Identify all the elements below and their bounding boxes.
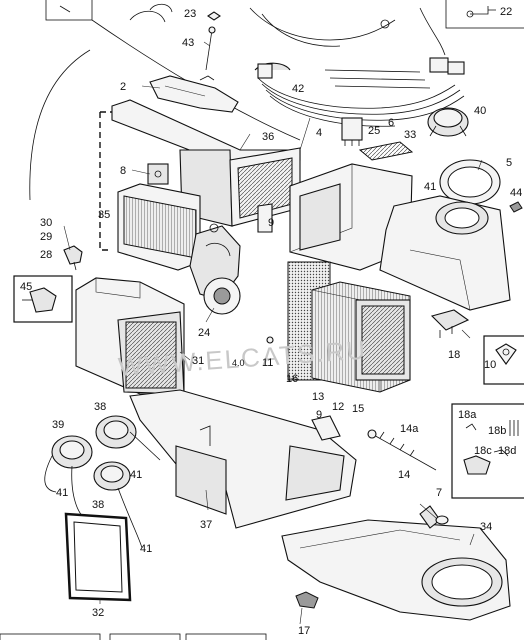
callout-12: 12	[332, 401, 344, 413]
callout-14: 14	[398, 469, 410, 481]
part-32-seal-frame	[64, 512, 132, 602]
callout-2: 2	[120, 81, 126, 93]
callout-18: 18	[448, 349, 460, 361]
callout-41-mid: 41	[130, 469, 142, 481]
part-31-heater-casing	[75, 277, 185, 395]
part-10-box	[483, 335, 524, 385]
callout-24: 24	[198, 327, 210, 339]
callout-34: 34	[480, 521, 492, 533]
part-9-gasket-lower	[311, 415, 341, 441]
callout-17: 17	[298, 625, 310, 637]
part-13-heater-core	[311, 281, 411, 393]
callout-29: 29	[40, 231, 52, 243]
callout-38-lower: 38	[92, 499, 104, 511]
callout-9-lower: 9	[316, 409, 322, 421]
part-42-wiring-harness	[254, 57, 465, 127]
part-35-pollen-filter	[117, 183, 201, 271]
callout-10: 10	[484, 359, 496, 371]
part-37-lower-duct	[129, 389, 357, 529]
callout-9-upper: 9	[268, 217, 274, 229]
right-fan-housing	[379, 195, 511, 311]
callout-31: 31	[192, 355, 204, 367]
callout-28: 28	[40, 249, 52, 261]
callout-18b: 18b	[488, 425, 506, 437]
part-38-servo-motor-lower	[93, 461, 131, 491]
callout-32: 32	[92, 607, 104, 619]
callout-18a: 18a	[458, 409, 477, 421]
callout-41-top: 41	[424, 181, 436, 193]
part-7-grommet	[435, 515, 449, 525]
callout-7: 7	[436, 487, 442, 499]
boundary-curve-2	[29, 49, 91, 201]
callout-8: 8	[120, 165, 126, 177]
callout-16: 16	[286, 373, 298, 385]
part-33-gasket	[358, 141, 414, 161]
part-38-servo-motor-upper	[95, 415, 137, 449]
part-25-switch	[341, 117, 363, 146]
callout-5: 5	[506, 157, 512, 169]
callout-38-upper: 38	[94, 401, 106, 413]
assembly-dashed-outline	[99, 111, 114, 251]
callout-37: 37	[200, 519, 212, 531]
part-34-drain-pan	[281, 505, 511, 621]
callout-23: 23	[184, 8, 196, 20]
part-9-gasket-upper	[257, 203, 273, 233]
callout-33: 33	[404, 129, 416, 141]
cropped-boxes-bottom	[0, 633, 267, 640]
part-39-servo-motor	[51, 435, 93, 469]
callout-39: 39	[52, 419, 64, 431]
callout-45: 45	[20, 281, 32, 293]
top-hoses	[129, 3, 446, 56]
part-24-blower-motor	[189, 223, 241, 315]
callout-40: 40	[474, 105, 486, 117]
callout-11: 11	[262, 357, 273, 369]
part-2-bracket	[149, 75, 239, 113]
part-44-clip	[509, 201, 523, 213]
callout-22: 22	[500, 6, 512, 18]
callout-13: 13	[312, 391, 324, 403]
part-43-screw	[205, 26, 216, 71]
callout-42: 42	[292, 83, 304, 95]
callout-41-left: 41	[56, 487, 68, 499]
cropped-box-top-left	[45, 0, 93, 21]
part-45-sensor-box	[13, 275, 73, 323]
part-11-screw	[266, 336, 274, 344]
callout-18c: 18c	[474, 445, 492, 457]
callout-numbers: 2 23 43 22 42 40 36 4 25 6 33 5 8 41 44 …	[20, 6, 522, 637]
part-17-drain-valve	[295, 591, 319, 609]
part-40-fan-motor	[427, 107, 469, 137]
part-28-connector	[63, 245, 83, 271]
part-8-sensor	[147, 163, 169, 185]
leader-lines	[63, 41, 483, 625]
callout-4: 4	[316, 127, 322, 139]
callout-14a: 14a	[400, 423, 419, 435]
part-22-box	[445, 0, 524, 29]
part-5-ring-seal	[439, 159, 501, 205]
callout-43: 43	[182, 37, 194, 49]
callout-6: 6	[388, 117, 394, 129]
callout-36: 36	[262, 131, 274, 143]
callout-41-bottom: 41	[140, 543, 152, 555]
part-18-relay	[430, 309, 470, 338]
callout-35: 35	[98, 209, 110, 221]
callout-18d: 18d	[498, 445, 516, 457]
callout-15: 15	[352, 403, 364, 415]
reference-code: 4.0	[232, 358, 245, 368]
part-14-temperature-sensor	[367, 429, 437, 471]
callout-44: 44	[510, 187, 522, 199]
part-36-upper-duct	[111, 99, 301, 227]
callout-30: 30	[40, 217, 52, 229]
part-23-nut	[207, 11, 221, 21]
callout-25: 25	[368, 125, 380, 137]
part-18-subparts-box	[451, 403, 524, 499]
